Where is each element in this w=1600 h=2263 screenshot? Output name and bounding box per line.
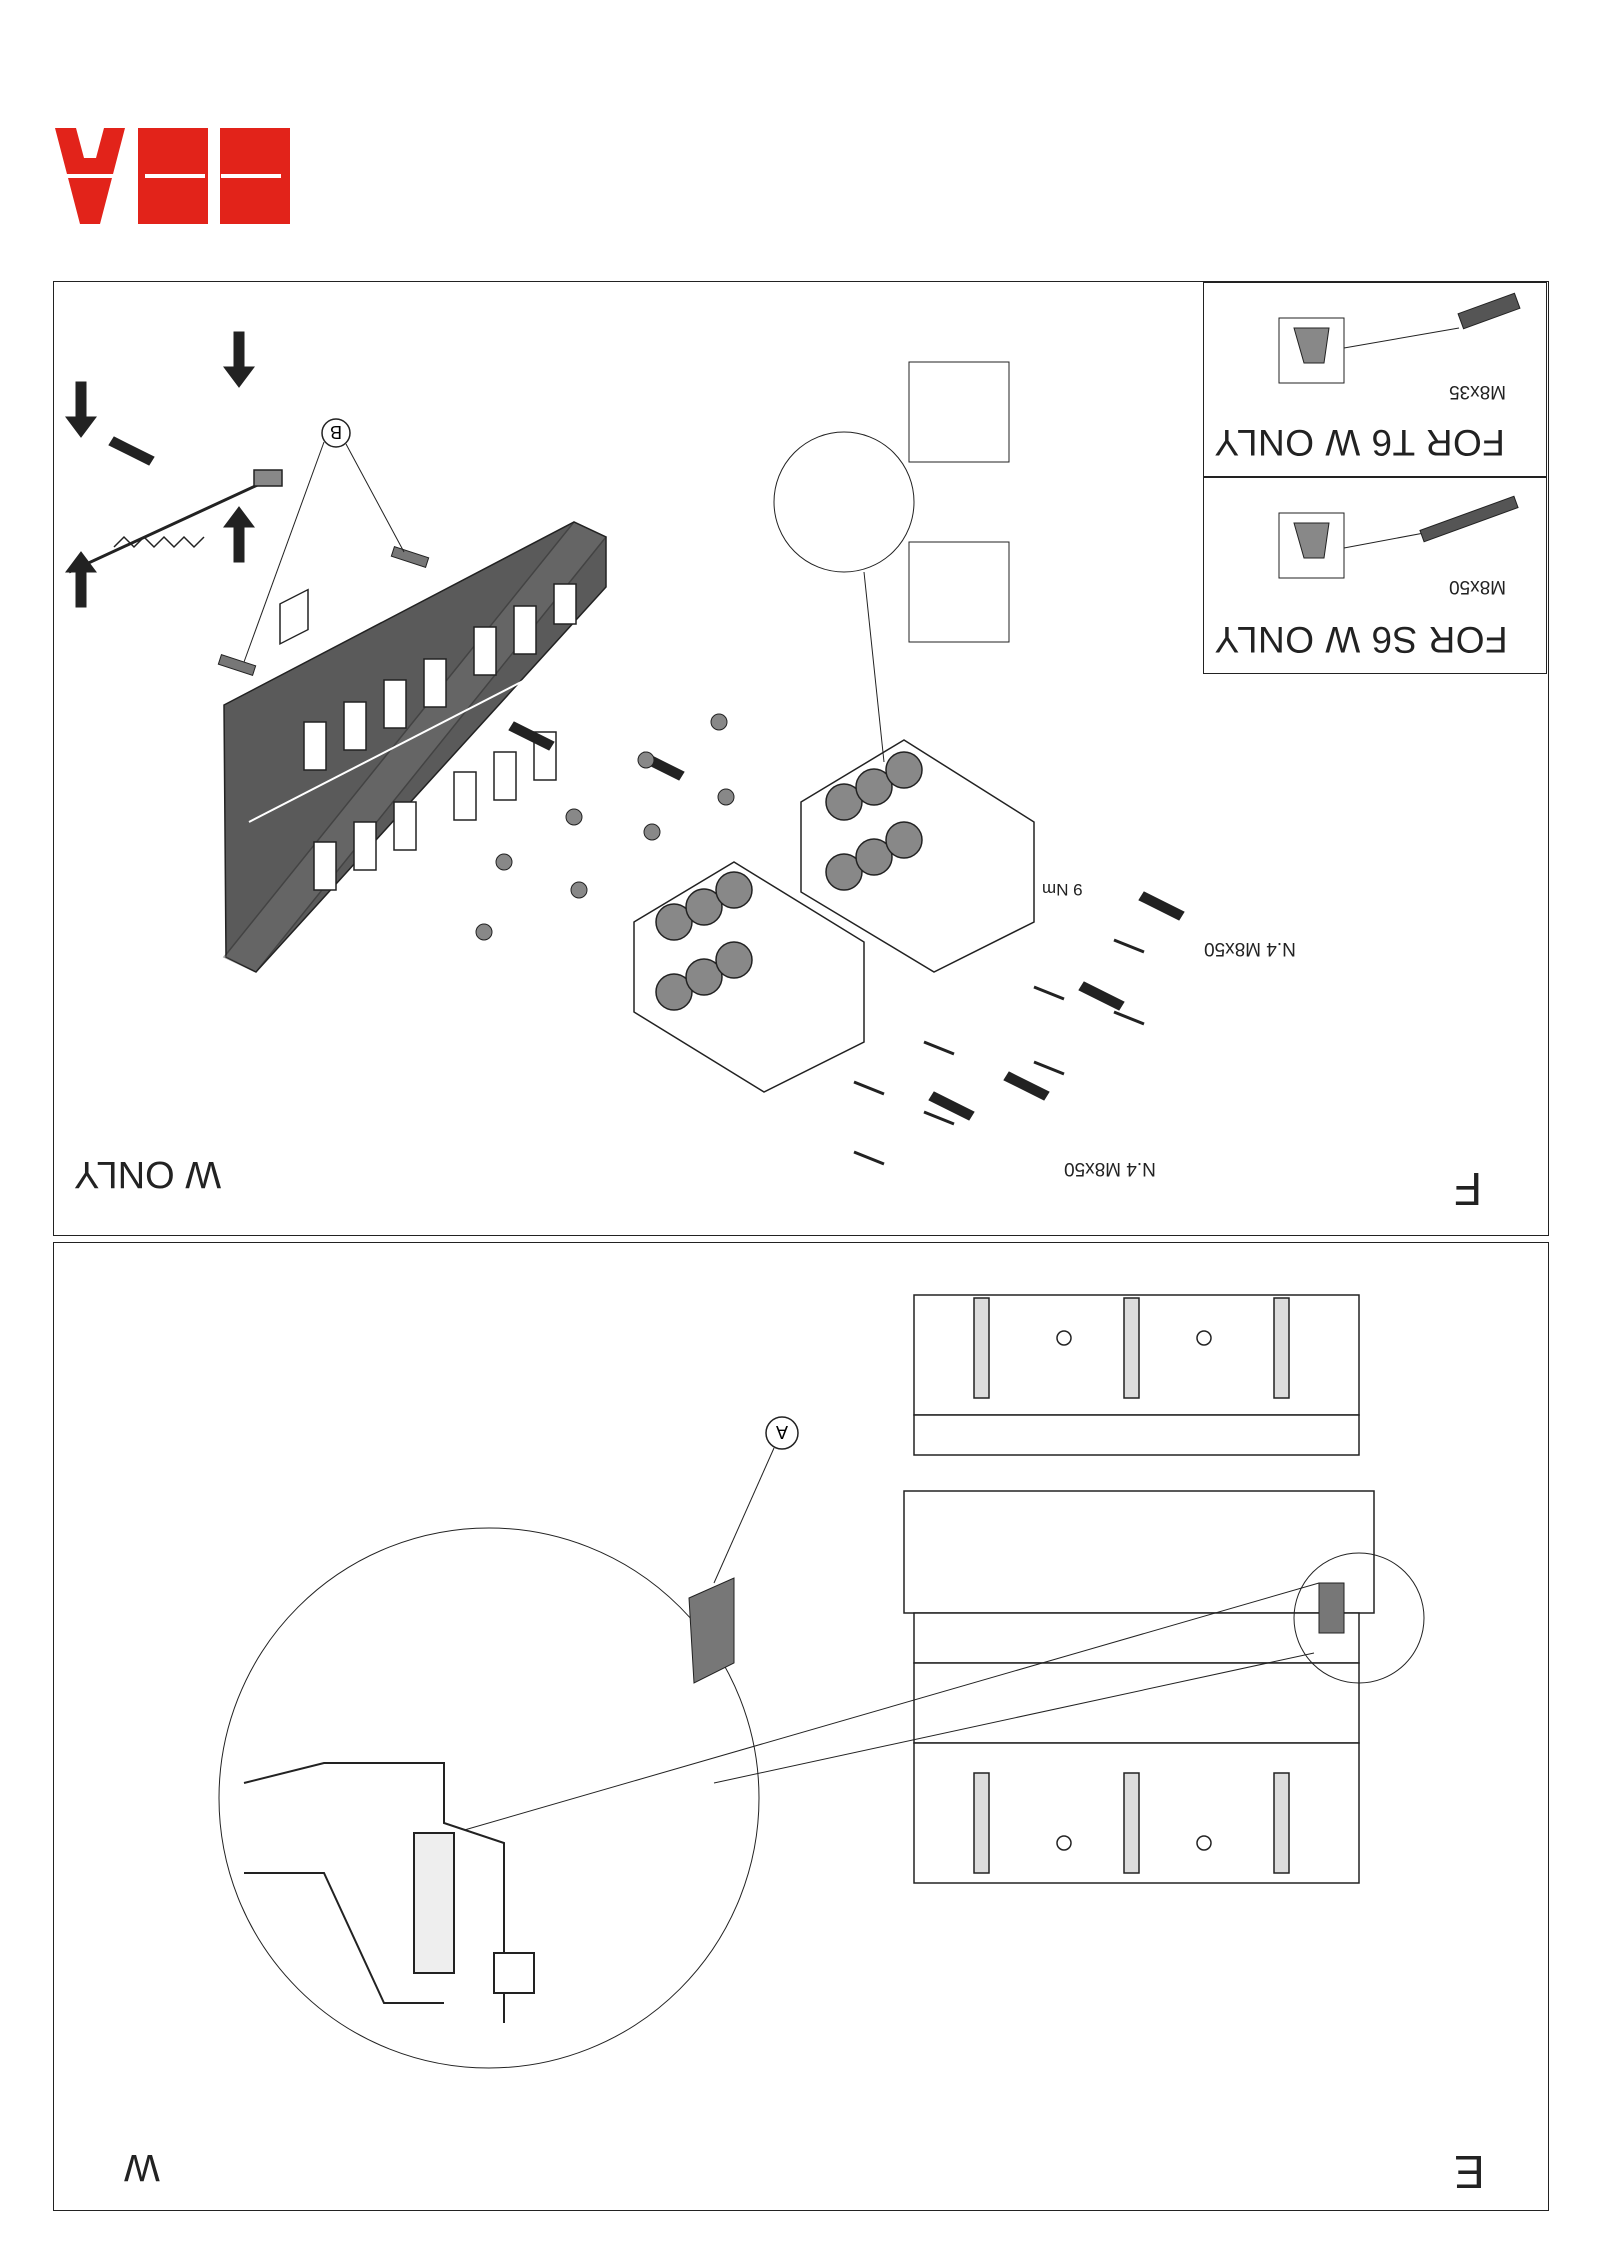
mounting-plate bbox=[222, 521, 608, 973]
marker-b-text: B bbox=[330, 422, 342, 442]
marker-a-text: A bbox=[776, 1422, 788, 1442]
panel-letter-e-text: E bbox=[1454, 2146, 1485, 2198]
insert-part bbox=[390, 546, 430, 568]
nuts bbox=[475, 713, 735, 941]
panel-letter-f: F bbox=[1454, 1162, 1482, 1216]
gauge-detail bbox=[908, 361, 1010, 463]
panel-e-caption: W bbox=[124, 2145, 160, 2188]
rear-view-drawing: A bbox=[218, 1294, 1425, 2069]
hand-gauge-icon bbox=[1278, 292, 1521, 384]
panel-e: A E W bbox=[53, 1242, 1549, 2211]
callout-t6-title: FOR T6 W ONLY bbox=[1214, 421, 1505, 463]
screw-icon bbox=[1419, 495, 1519, 543]
detail-circle-small bbox=[1293, 1552, 1425, 1684]
callout-t6-screw: M8x35 bbox=[1449, 380, 1506, 402]
callout-s6-screw-text: M8x50 bbox=[1449, 576, 1507, 597]
callout-s6-title: FOR S6 W ONLY bbox=[1214, 618, 1508, 660]
panel-f-caption-text: W ONLY bbox=[74, 1153, 222, 1195]
panel-letter-f-text: F bbox=[1454, 1163, 1483, 1215]
callout-s6-screw: M8x50 bbox=[1449, 575, 1506, 597]
detail-enlarged bbox=[243, 1762, 535, 2023]
marker-a bbox=[765, 1416, 799, 1450]
exploded-assembly-drawing: B bbox=[65, 331, 1185, 1166]
screws bbox=[853, 938, 1145, 1166]
screw-qty-bottom: N.4 M8x50 bbox=[1064, 1157, 1156, 1179]
abb-logo bbox=[55, 128, 290, 224]
torque-label-text: 9 Nm bbox=[1042, 880, 1083, 899]
panel-f: B bbox=[53, 281, 1549, 1236]
screw-qty-right: N.4 M8x50 bbox=[1204, 937, 1296, 959]
callout-t6-title-text: FOR T6 W ONLY bbox=[1214, 422, 1505, 463]
detail-circle bbox=[773, 431, 915, 573]
part-a bbox=[688, 1577, 735, 1684]
panel-f-caption: W ONLY bbox=[74, 1152, 221, 1195]
panel-letter-e: E bbox=[1454, 2145, 1485, 2199]
tool-detail bbox=[908, 541, 1010, 643]
breaker-module-lower bbox=[633, 861, 865, 1093]
callout-s6-title-text: FOR S6 W ONLY bbox=[1214, 619, 1508, 660]
screw-qty-right-text: N.4 M8x50 bbox=[1204, 938, 1296, 959]
callout-s6: M8x50 FOR S6 W ONLY bbox=[1203, 477, 1547, 674]
screw-qty-bottom-text: N.4 M8x50 bbox=[1064, 1158, 1156, 1179]
marker-b bbox=[321, 418, 351, 448]
hand-gauge-icon bbox=[1278, 495, 1519, 579]
spring-assembly bbox=[68, 469, 283, 574]
breaker-module-upper bbox=[800, 739, 1035, 973]
callout-t6-screw-text: M8x35 bbox=[1449, 381, 1507, 402]
breaker-rear-view bbox=[903, 1294, 1375, 1884]
callout-t6: M8x35 FOR T6 W ONLY bbox=[1203, 282, 1547, 477]
insert-part bbox=[217, 654, 257, 676]
detail-circle-large bbox=[218, 1527, 760, 2069]
panel-e-caption-text: W bbox=[124, 2146, 160, 2188]
torque-label: 9 Nm bbox=[1042, 879, 1083, 899]
screw-icon bbox=[1457, 292, 1521, 330]
